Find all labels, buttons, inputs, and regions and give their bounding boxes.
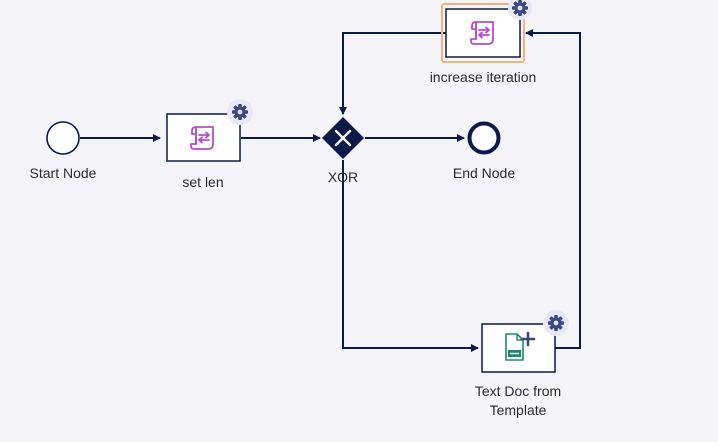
edge-xor-to-textdoc[interactable] xyxy=(342,160,479,352)
end-node[interactable]: End Node xyxy=(453,121,515,182)
start-event-circle xyxy=(46,121,80,155)
end-node-label: End Node xyxy=(453,165,515,181)
xor-gateway[interactable]: XOR xyxy=(322,117,364,185)
gear-icon[interactable] xyxy=(512,0,528,16)
text-doc-plus-icon xyxy=(505,331,536,361)
start-node-label: Start Node xyxy=(30,165,97,181)
edge-increase-to-xor[interactable] xyxy=(339,32,446,115)
text-doc-task[interactable]: Text Doc from Template xyxy=(475,310,569,418)
end-event-circle xyxy=(467,121,501,155)
text-doc-label-line1: Text Doc from xyxy=(475,383,561,399)
gear-icon[interactable] xyxy=(232,104,248,120)
set-len-task-box xyxy=(166,113,241,162)
set-len-label: set len xyxy=(182,174,223,190)
xor-label: XOR xyxy=(328,169,358,185)
selection-outline xyxy=(441,3,525,63)
set-len-task[interactable]: set len xyxy=(166,99,253,190)
increase-iteration-label: increase iteration xyxy=(430,69,537,85)
start-node[interactable]: Start Node xyxy=(30,121,97,181)
increase-iteration-task[interactable]: increase iteration xyxy=(430,0,537,85)
text-doc-label-line2: Template xyxy=(490,402,547,418)
x-mark-icon xyxy=(334,129,352,147)
gear-icon[interactable] xyxy=(548,315,564,331)
edge-textdoc-to-increase[interactable] xyxy=(525,29,581,349)
increase-iteration-task-box xyxy=(445,8,521,58)
